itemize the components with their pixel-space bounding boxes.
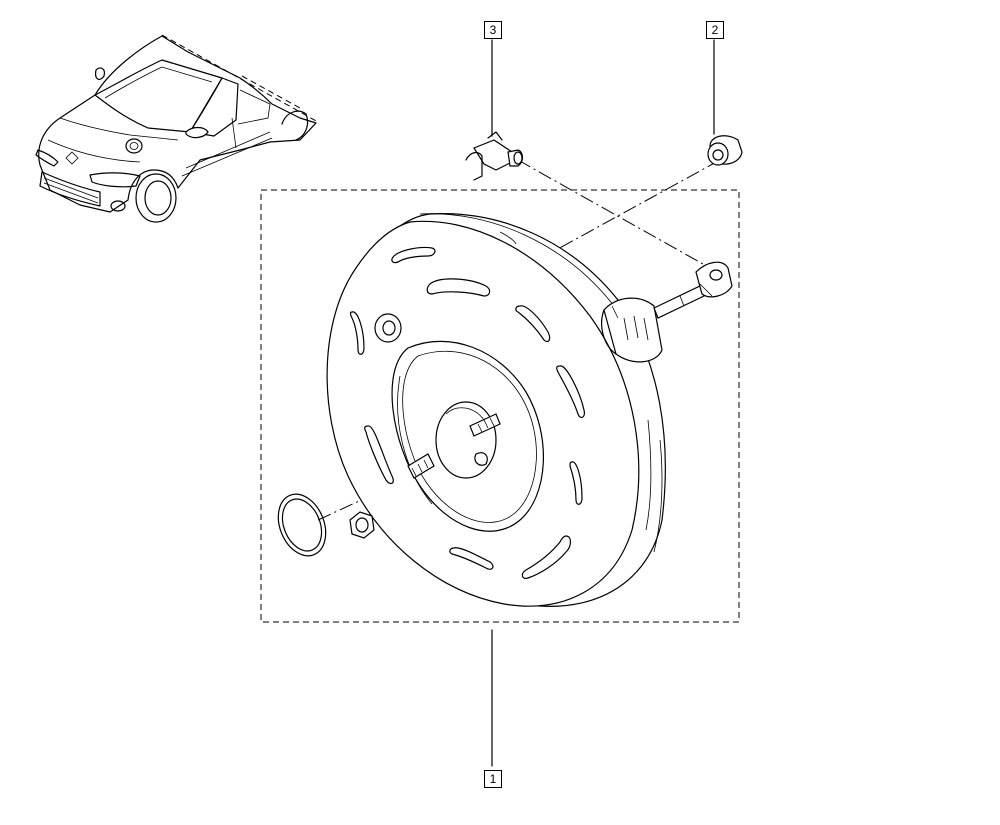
callout-1: 1: [484, 770, 502, 788]
clevis-pin-clip: [465, 131, 524, 181]
grommet: [707, 135, 743, 166]
brake-booster: [326, 213, 733, 607]
o-ring-seal: [277, 493, 327, 557]
vehicle-location-thumbnail: [35, 34, 319, 223]
assembly-boundary: [260, 189, 740, 623]
nut: [349, 511, 375, 539]
callout-2: 2: [706, 21, 724, 39]
callout-3: 3: [484, 21, 502, 39]
